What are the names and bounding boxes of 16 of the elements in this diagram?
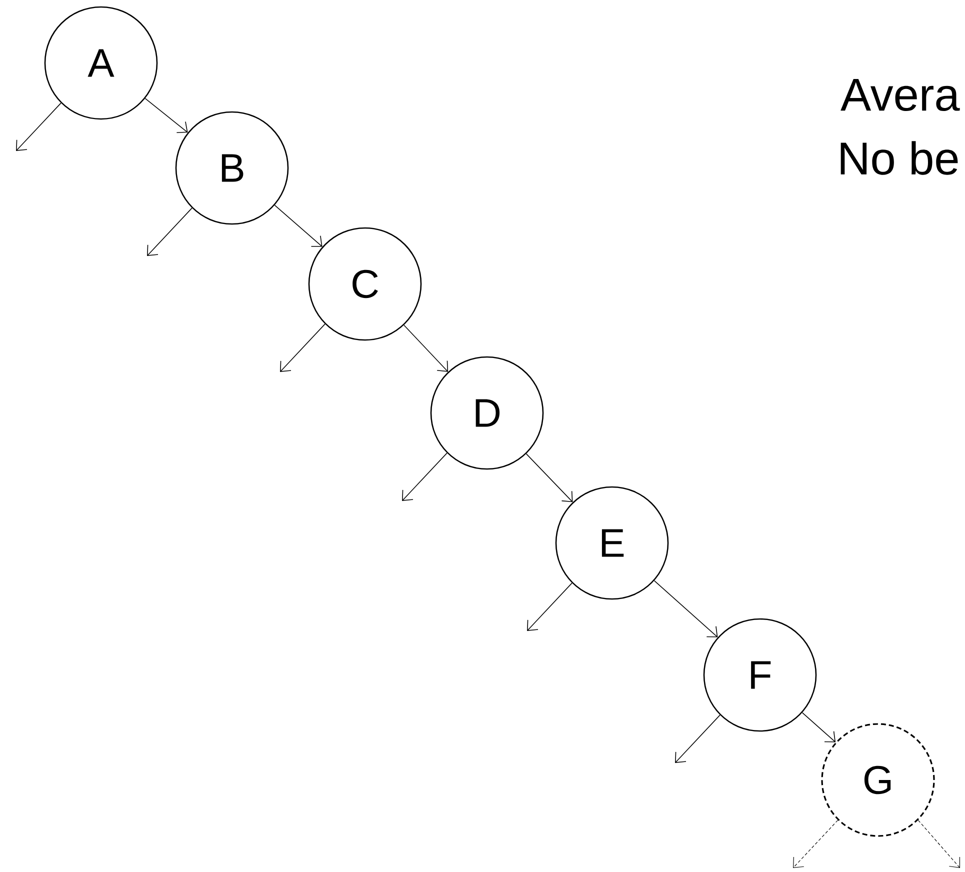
arrow bbox=[793, 820, 838, 868]
arrow bbox=[675, 714, 720, 763]
arrow bbox=[280, 324, 326, 372]
heading-text: No be bbox=[840, 141, 958, 175]
arrow bbox=[402, 452, 448, 501]
arrow bbox=[16, 102, 62, 151]
arrow bbox=[274, 204, 322, 247]
heading-text: Avera bbox=[840, 78, 960, 112]
arrow bbox=[404, 324, 448, 372]
arrow bbox=[654, 580, 718, 638]
arrow bbox=[147, 208, 192, 256]
arrow bbox=[527, 582, 572, 631]
arrow bbox=[802, 712, 836, 742]
arrow bbox=[144, 98, 188, 134]
arrow bbox=[526, 453, 573, 502]
arrow bbox=[918, 820, 960, 868]
